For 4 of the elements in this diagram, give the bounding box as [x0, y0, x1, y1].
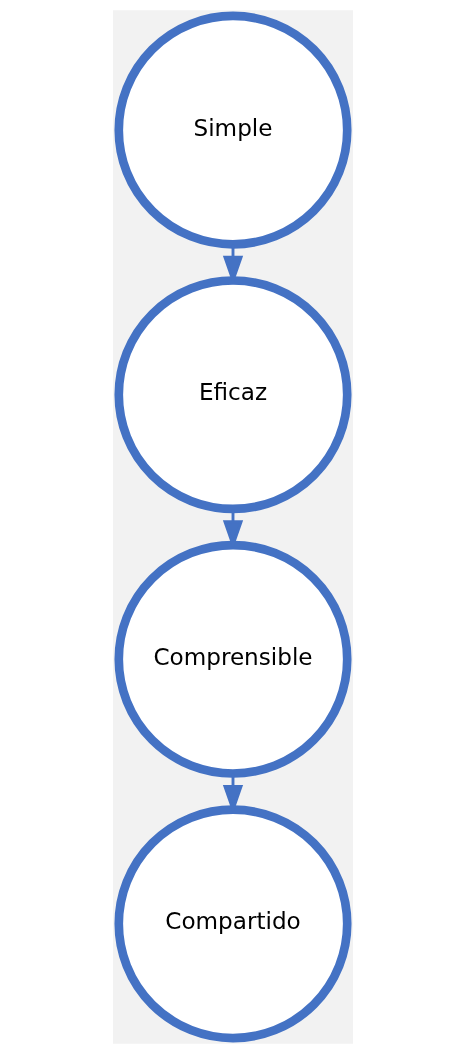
node-circle: Comprensible — [114, 540, 352, 778]
node-circle: Simple — [114, 11, 352, 249]
node-circle: Compartido — [114, 805, 352, 1043]
node-circle: Eficaz — [114, 276, 352, 514]
